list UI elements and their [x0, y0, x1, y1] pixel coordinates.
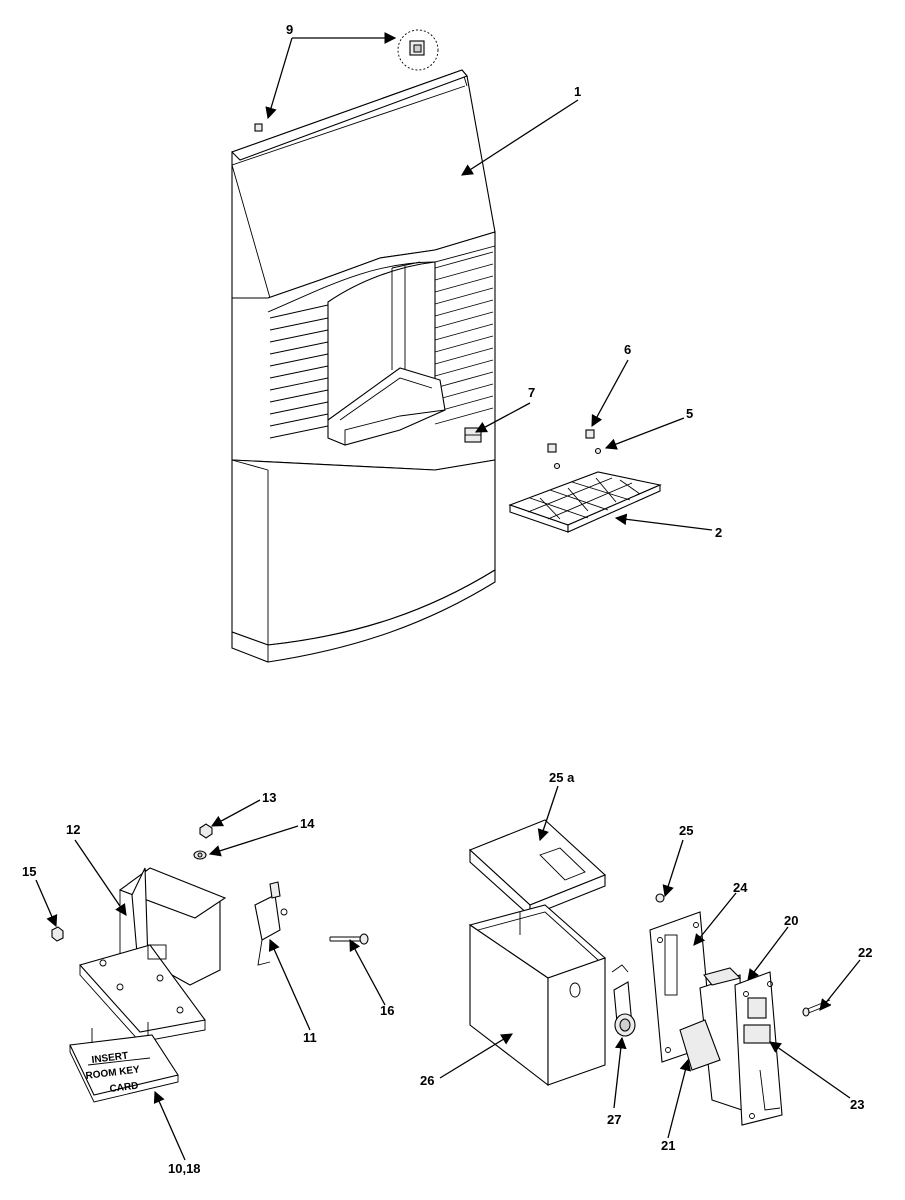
callout-13: 13 [262, 790, 276, 805]
callout-14: 14 [300, 816, 315, 831]
card-reader-bracket-part-12 [79, 867, 227, 1043]
callout-10-18: 10,18 [168, 1161, 201, 1176]
hardware-parts-5-6 [547, 429, 602, 470]
drip-grate-part-2 [508, 471, 662, 533]
leader-lines [35, 32, 861, 1161]
callout-24: 24 [733, 880, 748, 895]
switch-part-11 [254, 881, 288, 966]
clip-part-9 [254, 29, 439, 132]
callout-2: 2 [715, 525, 722, 540]
callout-22: 22 [858, 945, 872, 960]
callout-16: 16 [380, 1003, 394, 1018]
right-louvers [434, 251, 494, 425]
callout-5: 5 [686, 406, 693, 421]
callout-6: 6 [624, 342, 631, 357]
callout-11: 11 [303, 1030, 317, 1045]
callout-labels: 9 1 6 7 5 2 13 14 12 15 16 11 10,18 25 a… [22, 22, 872, 1176]
coin-mechanism-part-20 [679, 967, 783, 1126]
card-label-card: CARD [109, 1081, 139, 1095]
screw-part-16 [329, 933, 369, 945]
insert-room-key-card-plate-part-10-18: INSERT ROOM KEY CARD [69, 1022, 179, 1103]
callout-12: 12 [66, 822, 80, 837]
callout-23: 23 [850, 1097, 864, 1112]
callout-15: 15 [22, 864, 36, 879]
callout-27: 27 [607, 1112, 621, 1127]
callout-9: 9 [286, 22, 293, 37]
callout-25a: 25 a [549, 770, 575, 785]
callout-21: 21 [661, 1138, 675, 1153]
coin-box-lid-part-25a [468, 819, 607, 918]
dispenser-front-panel [230, 69, 496, 663]
callout-7: 7 [528, 385, 535, 400]
left-louvers [269, 304, 329, 439]
callout-26: 26 [420, 1073, 434, 1088]
callout-20: 20 [784, 913, 798, 928]
coin-box-part-26 [468, 904, 607, 1087]
card-label-insert: INSERT [91, 1051, 129, 1066]
lock-part-27 [611, 964, 636, 1037]
callout-1: 1 [574, 84, 581, 99]
hardware-parts-13-14-15 [51, 823, 213, 942]
callout-25: 25 [679, 823, 693, 838]
